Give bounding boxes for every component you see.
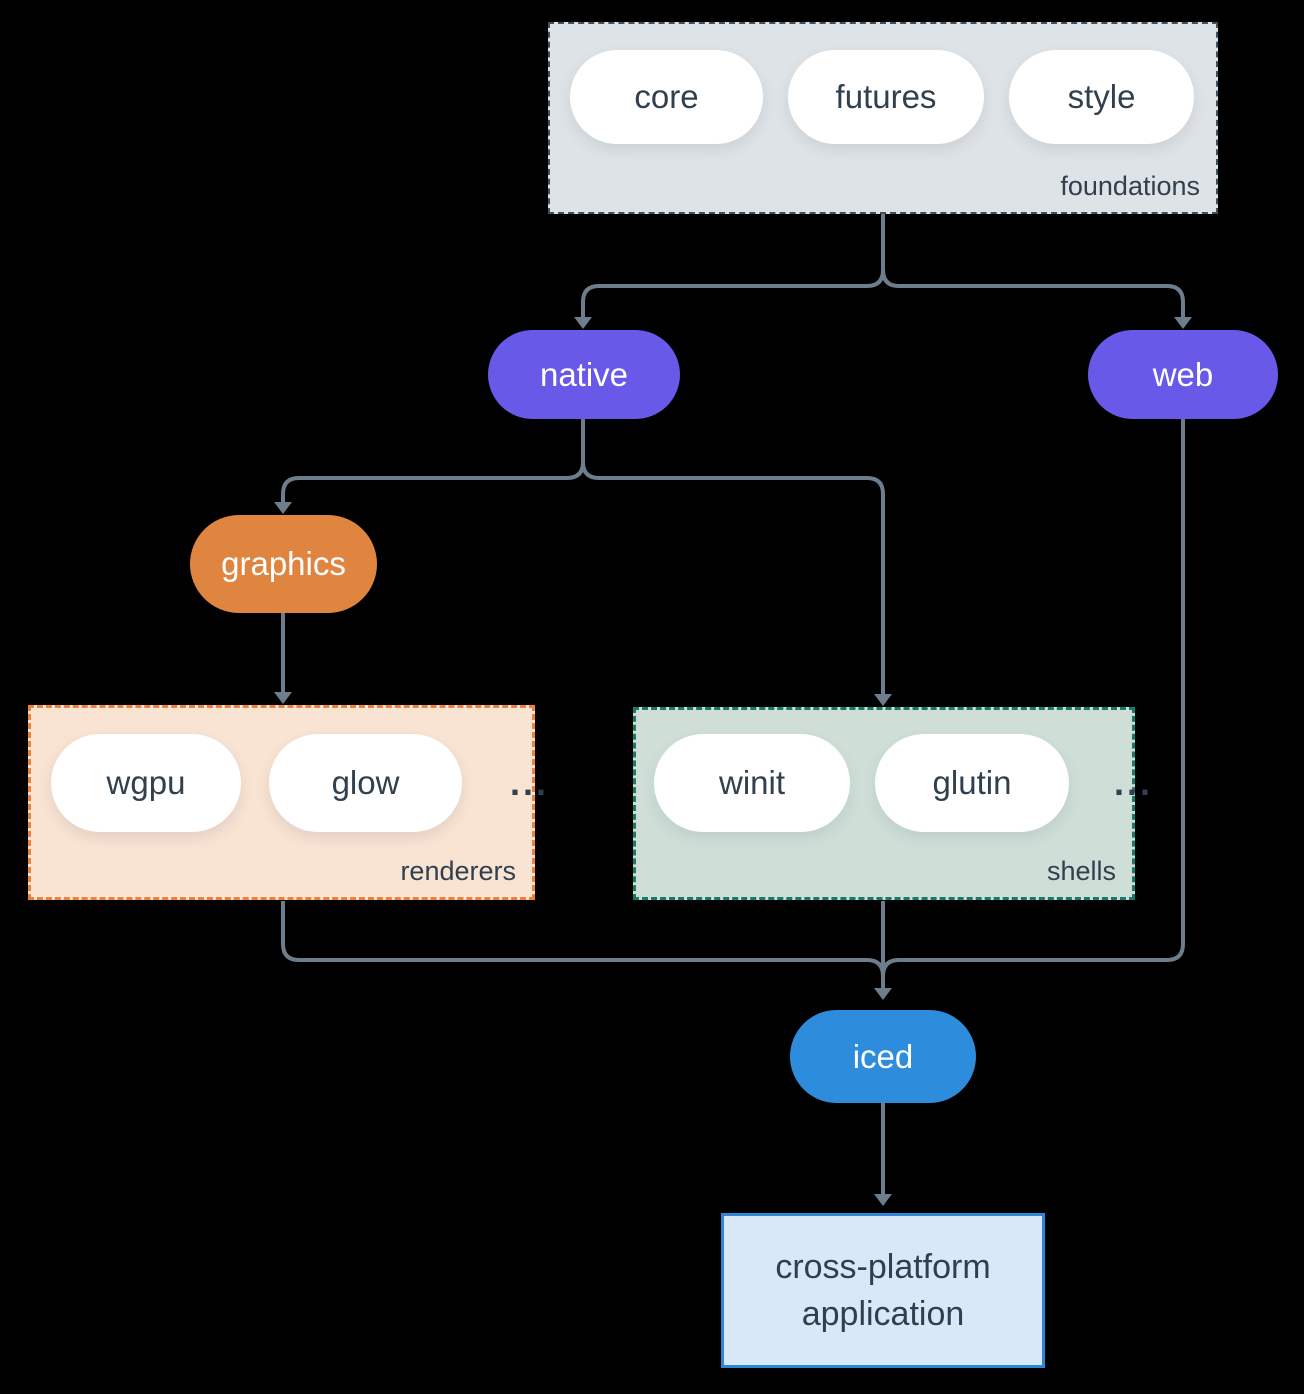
arrowhead-renderers [274,692,292,704]
pill-glutin: glutin [875,734,1069,832]
pill-wgpu-label: wgpu [106,764,186,801]
arrowhead-shells [874,694,892,706]
pill-core-label: core [634,78,699,115]
pill-glow: glow [269,734,462,832]
pill-glutin-label: glutin [932,764,1012,801]
pill-style-label: style [1067,78,1136,115]
pill-core: core [570,50,763,144]
arrowhead-web [1174,317,1192,329]
pill-wgpu: wgpu [51,734,241,832]
arrowhead-graphics [274,502,292,514]
node-iced-label: iced [852,1037,914,1075]
arrowhead-native [574,317,592,329]
node-native: native [488,330,680,419]
connector-web-iced [874,419,1185,1000]
application-label-line1: cross-platform [775,1247,991,1286]
pill-glow-label: glow [331,764,400,801]
pill-futures-label: futures [835,78,937,115]
arrowhead-iced [874,988,892,1000]
group-foundations: core futures style foundations [548,22,1218,214]
foundations-pill-row: core futures style [550,24,1216,144]
pill-winit-label: winit [718,764,786,801]
shells-group-label: shells [1046,856,1116,886]
node-iced: iced [790,1010,976,1103]
group-shells: winit glutin ... shells [633,707,1150,900]
group-renderers: wgpu glow ... renderers [28,705,546,900]
renderers-group-label: renderers [400,856,516,886]
connector-foundations-web [881,214,1192,329]
pill-style: style [1009,50,1194,144]
connector-graphics-renderers [274,613,292,704]
shells-pill-row: winit glutin ... [636,710,1150,832]
application-label-line2: application [801,1294,965,1333]
renderers-pill-row: wgpu glow ... [31,708,546,832]
node-graphics: graphics [190,515,377,613]
shells-ellipsis: ... [1114,762,1154,803]
node-application: cross-platform application [721,1213,1045,1368]
connector-native-shells [581,419,892,706]
node-graphics-label: graphics [221,545,346,582]
node-web-label: web [1152,355,1214,393]
pill-futures: futures [788,50,984,144]
node-web: web [1088,330,1278,419]
node-native-label: native [539,355,629,393]
pill-winit: winit [654,734,850,832]
renderers-ellipsis: ... [510,762,550,803]
connector-renderers-iced [281,901,885,988]
connector-foundations-native [574,214,885,329]
connector-native-graphics [274,419,585,514]
arrowhead-application [874,1194,892,1206]
foundations-group-label: foundations [1060,171,1200,201]
connector-iced-application [874,1103,892,1206]
